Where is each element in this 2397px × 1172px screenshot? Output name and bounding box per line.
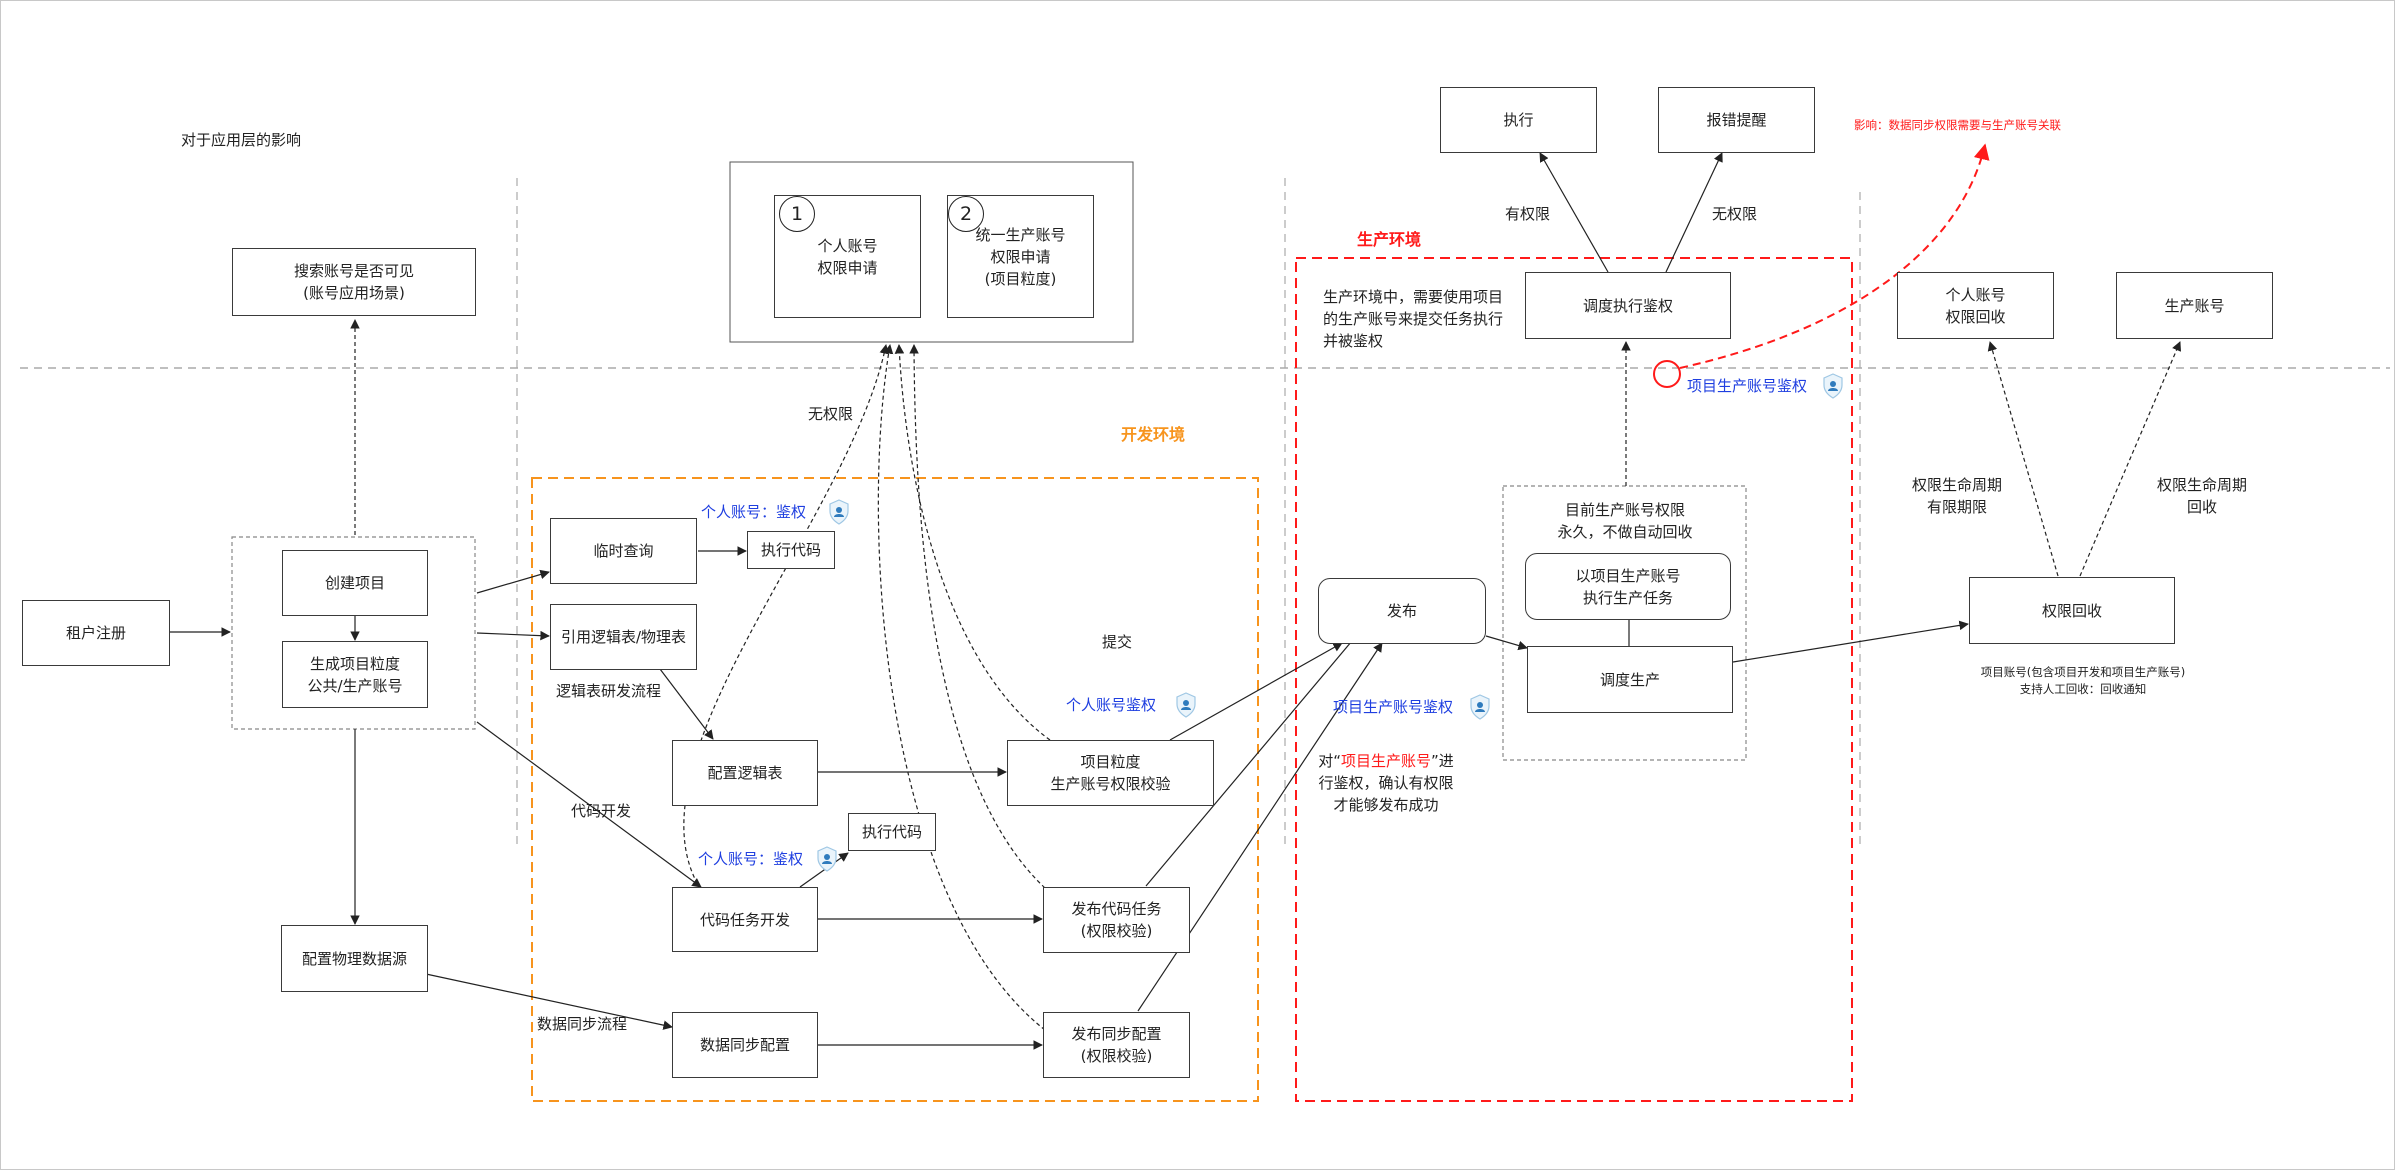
- prod-env-title: 生产环境: [1357, 230, 1422, 249]
- arrow-publishcode-to-publish: [1145, 628, 1363, 887]
- submit-label: 提交: [1102, 633, 1133, 651]
- impact-marker-circle: [1653, 360, 1681, 388]
- arrow-ref-to-config: [659, 668, 714, 740]
- data-sync-config-box[interactable]: 数据同步配置: [672, 1012, 818, 1078]
- prod-account-box[interactable]: 生产账号: [2116, 272, 2273, 339]
- publish-box[interactable]: 发布: [1318, 578, 1486, 644]
- schedule-exec-auth-box[interactable]: 调度执行鉴权: [1525, 272, 1731, 339]
- error-alert-box[interactable]: 报错提醒: [1658, 87, 1815, 153]
- publish-code-task-box[interactable]: 发布代码任务 (权限校验): [1043, 887, 1190, 953]
- arrow-auth-to-execute: [1539, 152, 1609, 273]
- arrow-to-code-dev: [476, 721, 702, 888]
- dev-env-title: 开发环境: [1121, 425, 1186, 444]
- arrow-code-to-exec: [799, 852, 849, 888]
- schedule-prod-box[interactable]: 调度生产: [1527, 646, 1733, 713]
- recycle-note: 项目账号(包含项目开发和项目生产账号) 支持人工回收：回收通知: [1980, 665, 2186, 696]
- publish-note-suffix: ”进 行鉴权，确认有权限 才能够发布成功: [1318, 752, 1454, 814]
- arrow-auth-to-error: [1665, 152, 1723, 273]
- arrow-dashed-check-to-apply: [894, 344, 1051, 741]
- dev-env-region: [531, 477, 1259, 1102]
- config-physical-datasource-box[interactable]: 配置物理数据源: [281, 925, 428, 992]
- lifecycle-expire-label: 权限生命周期 有限期限: [1912, 476, 2003, 516]
- code-dev-label: 代码开发: [571, 802, 632, 820]
- publish-auth-note: 对“项目生产账号”进 行鉴权，确认有权限 才能够发布成功: [1318, 728, 1454, 816]
- arrow-dashed-codedev-to-apply: [683, 344, 889, 891]
- prod-env-region: [1295, 257, 1853, 1102]
- publish-note-prefix: 对“: [1318, 752, 1341, 770]
- user-shield-icon: [829, 499, 849, 525]
- search-account-box[interactable]: 搜索账号是否可见 (账号应用场景): [232, 248, 476, 316]
- step-badge-1: 1: [779, 196, 815, 232]
- arrow-to-ref-tables: [476, 630, 550, 641]
- has-permission-label: 有权限: [1505, 205, 1551, 223]
- arrow-publish-to-schedule: [1485, 635, 1528, 651]
- user-shield-icon: [1470, 694, 1490, 720]
- tenant-register-box[interactable]: 租户注册: [22, 600, 170, 666]
- current-prod-perm-label: 目前生产账号权限 永久，不做自动回收: [1557, 501, 1693, 541]
- arrow-schedule-to-recycle: [1732, 620, 1969, 663]
- arrow-dashed-to-prod-account: [2079, 341, 2182, 577]
- code-task-dev-box[interactable]: 代码任务开发: [672, 887, 818, 952]
- app-layer-impact-label: 对于应用层的影响: [181, 131, 302, 149]
- lifecycle-recycle-label: 权限生命周期 回收: [2157, 476, 2248, 516]
- project-prod-auth-label-1: 项目生产账号鉴权: [1333, 698, 1454, 716]
- arrow-datasource-to-sync: [425, 973, 673, 1030]
- exec-code-box-1[interactable]: 执行代码: [747, 531, 835, 569]
- arrow-dashed-publishsync-to-apply: [877, 344, 1046, 1031]
- publish-note-highlight: 项目生产账号: [1340, 752, 1431, 770]
- arrow-to-temp-query: [476, 569, 550, 594]
- exec-code-box-2[interactable]: 执行代码: [848, 813, 936, 851]
- create-project-box[interactable]: 创建项目: [282, 550, 428, 616]
- config-logic-table-box[interactable]: 配置逻辑表: [672, 740, 818, 806]
- arrow-dashed-to-personal-recycle: [1987, 341, 2059, 577]
- personal-auth-label-3: 个人账号：鉴权: [698, 850, 804, 868]
- project-prod-auth-label-2: 项目生产账号鉴权: [1687, 377, 1808, 395]
- personal-perm-recycle-box[interactable]: 个人账号 权限回收: [1897, 272, 2054, 339]
- publish-sync-config-box[interactable]: 发布同步配置 (权限校验): [1043, 1012, 1190, 1078]
- gen-project-accounts-box[interactable]: 生成项目粒度 公共/生产账号: [282, 641, 428, 708]
- user-shield-icon: [1176, 692, 1196, 718]
- project-init-group: [231, 536, 476, 730]
- no-permission-label-right: 无权限: [1712, 205, 1758, 223]
- prod-perm-group: [1502, 485, 1747, 761]
- project-prod-check-box[interactable]: 项目粒度 生产账号权限校验: [1007, 740, 1214, 806]
- arrow-dashed-publishcode-to-apply: [909, 344, 1046, 889]
- logic-table-flow-label: 逻辑表研发流程: [556, 682, 662, 700]
- step-badge-2: 2: [948, 196, 984, 232]
- personal-auth-label-1: 个人账号：鉴权: [701, 503, 807, 521]
- ref-tables-box[interactable]: 引用逻辑表/物理表: [550, 604, 697, 670]
- perm-recycle-box[interactable]: 权限回收: [1969, 577, 2175, 644]
- no-permission-label-left: 无权限: [808, 405, 854, 423]
- perm-apply-group: [729, 161, 1134, 343]
- prod-env-note: 生产环境中，需要使用项目 的生产账号来提交任务执行 并被鉴权: [1323, 288, 1504, 350]
- arrow-check-to-publish: [1169, 642, 1343, 741]
- exec-with-prod-account-box[interactable]: 以项目生产账号 执行生产任务: [1525, 553, 1731, 620]
- data-sync-flow-label: 数据同步流程: [537, 1015, 628, 1033]
- user-shield-icon: [1823, 373, 1843, 399]
- user-shield-icon: [817, 846, 837, 872]
- arrow-dashed-impact: [1679, 143, 1990, 369]
- execute-box[interactable]: 执行: [1440, 87, 1597, 153]
- temp-query-box[interactable]: 临时查询: [550, 518, 697, 584]
- impact-note: 影响：数据同步权限需要与生产账号关联: [1854, 118, 2061, 132]
- personal-auth-label-2: 个人账号鉴权: [1066, 696, 1157, 714]
